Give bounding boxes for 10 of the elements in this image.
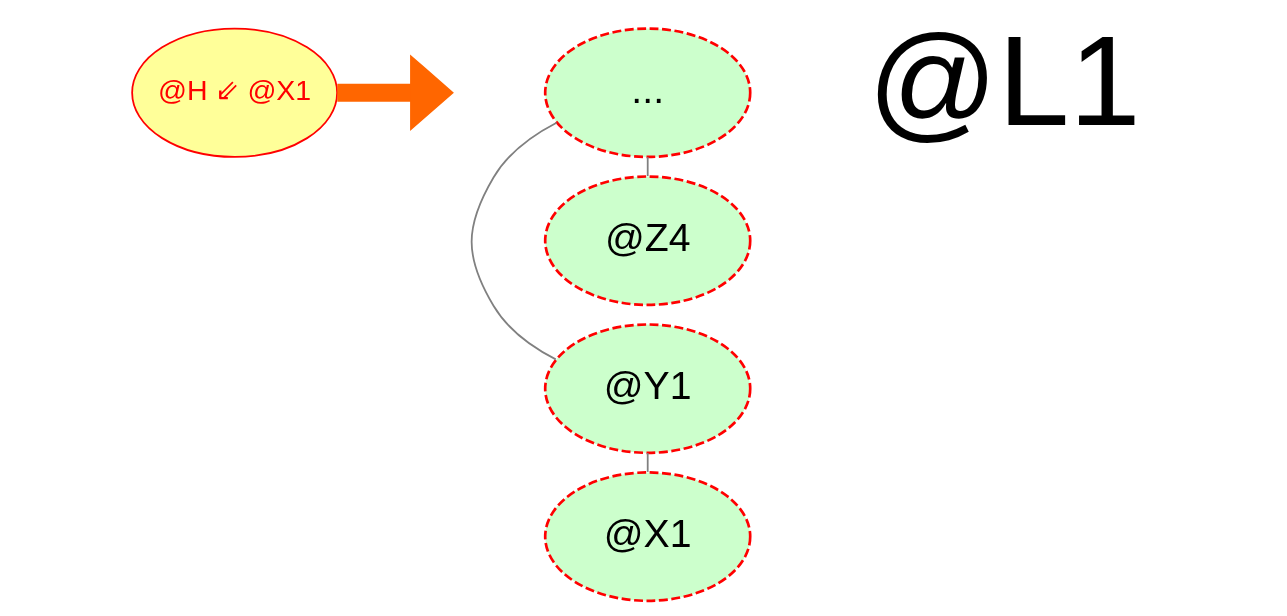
node-ellipse: @Y1 bbox=[543, 323, 752, 455]
node-ellipse: @X1 bbox=[543, 471, 752, 603]
node-ellipse: @H ⇙ @X1 bbox=[131, 27, 338, 158]
connector bbox=[646, 452, 649, 473]
arrow bbox=[337, 54, 454, 132]
node-ellipse: @Z4 bbox=[543, 175, 752, 307]
connector bbox=[646, 156, 649, 177]
connector bbox=[470, 121, 558, 361]
node-ellipse: ... bbox=[543, 27, 752, 159]
label: @L1 bbox=[867, 9, 1141, 153]
